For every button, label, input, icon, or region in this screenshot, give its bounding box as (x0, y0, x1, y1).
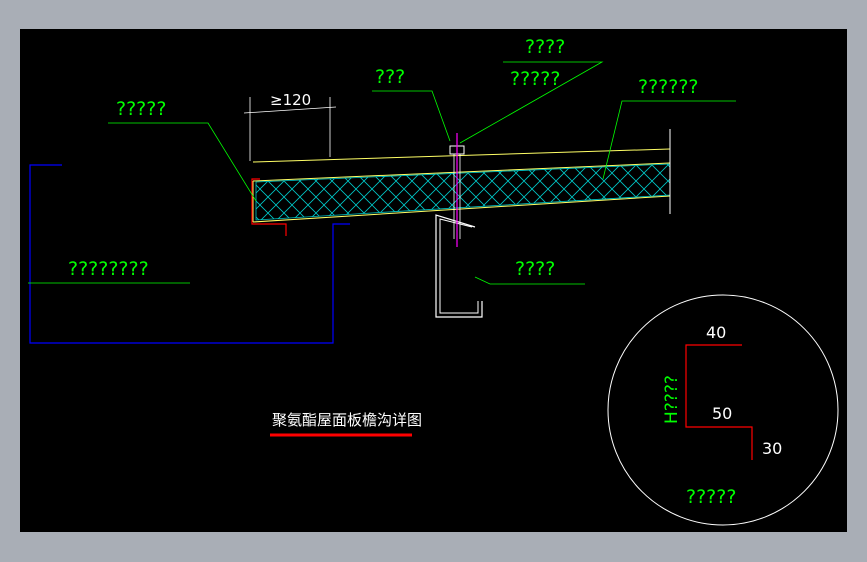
label-top-b: ????? (510, 68, 560, 90)
detail-circle (607, 294, 839, 526)
drawing-title: 聚氨酯屋面板檐沟详图 (272, 411, 422, 429)
panel-upper-skin (252, 162, 671, 182)
purlin-section-inner (439, 218, 479, 314)
drawing-svg: ≥120 ????? ???? ????? ??? ?????? ???????… (28, 36, 839, 526)
panel-lower-skin (252, 195, 671, 223)
leader-top (459, 61, 604, 144)
detail-dim-40: 40 (706, 323, 726, 342)
gutter-wall-outline (29, 164, 350, 344)
purlin-section (435, 214, 483, 318)
label-top-a: ???? (525, 36, 565, 58)
dim-120-text: ≥120 (270, 91, 311, 109)
detail-profile (685, 344, 753, 460)
end-flashing (251, 178, 287, 236)
detail-dim-50: 50 (712, 404, 732, 423)
detail-dim-30: 30 (762, 439, 782, 458)
label-purlin: ???? (515, 258, 555, 280)
panel-top-face (252, 148, 671, 163)
label-detail-name: ????? (686, 486, 736, 508)
label-screw: ??? (375, 66, 405, 88)
label-right-top: ?????? (638, 76, 699, 98)
leader-screw (372, 90, 451, 142)
label-left-top: ????? (116, 98, 166, 120)
cad-drawing-canvas: ≥120 ????? ???? ????? ??? ?????? ???????… (20, 29, 847, 532)
dim-line-120 (243, 106, 337, 114)
leader-right-top (602, 100, 736, 180)
leader-left-top (108, 122, 257, 202)
label-wall: ???????? (68, 258, 149, 280)
leader-purlin (474, 276, 585, 285)
detail-dim-h: H???? (662, 375, 682, 424)
